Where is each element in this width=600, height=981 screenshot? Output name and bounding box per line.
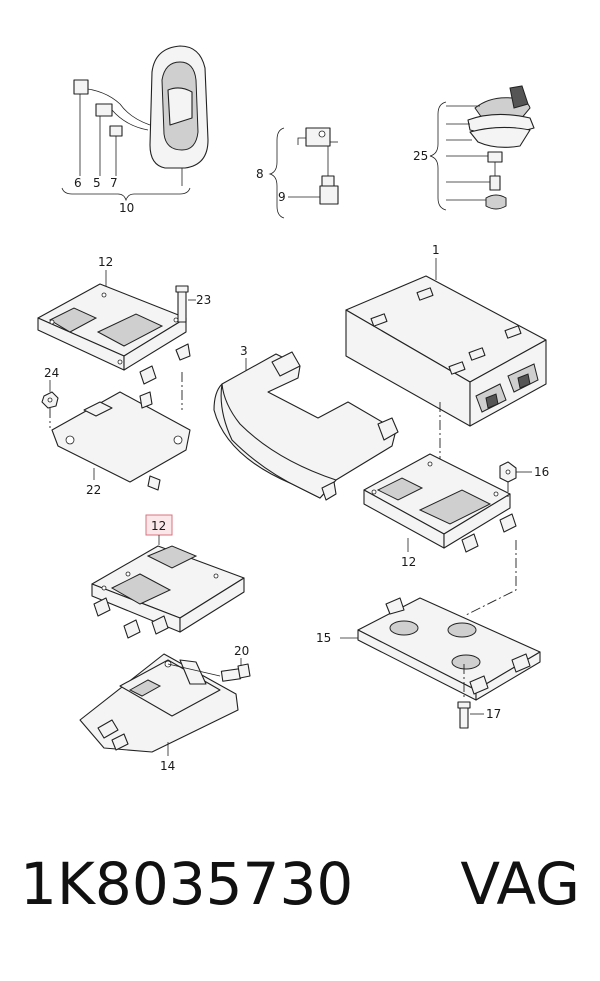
label-7: 7 [110,176,118,190]
label-5: 5 [93,176,101,190]
label-12-right: 12 [401,555,416,569]
connector-7 [109,125,123,137]
bracket-22-group: 24 22 [41,366,191,497]
footer: 1K8035730 VAG [20,850,580,960]
label-24: 24 [44,366,59,380]
connector-5 [95,103,113,117]
parts-diagram: 6 5 7 10 8 9 25 [37,45,549,773]
label-8: 8 [256,167,264,181]
tray-15-group: 15 17 [316,597,541,729]
label-17: 17 [486,707,501,721]
label-20: 20 [234,644,249,658]
label-1: 1 [432,243,440,257]
cover-3-group: 3 [213,344,399,501]
bracket-14-group: 20 14 [79,644,251,773]
control-unit-12-highlighted: 12 [91,514,245,639]
handset-holder-group: 6 5 7 10 [61,45,209,215]
label-23: 23 [196,293,211,307]
control-unit-12-upper: 12 23 [37,255,211,385]
label-15: 15 [316,631,331,645]
label-25: 25 [413,149,428,163]
label-12-highlighted: 12 [151,519,166,533]
label-22: 22 [86,483,101,497]
label-3: 3 [240,344,248,358]
microphone-plug [319,185,339,205]
microphone-body [305,127,331,147]
unit-1-group: 1 [345,243,547,480]
label-12-upper: 12 [98,255,113,269]
brand-name: VAG [460,850,580,918]
label-6: 6 [74,176,82,190]
antenna-knob-group: 25 [413,85,535,211]
label-14: 14 [160,759,175,773]
control-unit-12-right: 12 16 [363,453,549,617]
connector-6 [73,79,89,95]
label-16: 16 [534,465,549,479]
label-10: 10 [119,201,134,215]
microphone-group: 8 9 [256,127,339,219]
part-number: 1K8035730 [20,850,354,918]
label-9: 9 [278,190,286,204]
